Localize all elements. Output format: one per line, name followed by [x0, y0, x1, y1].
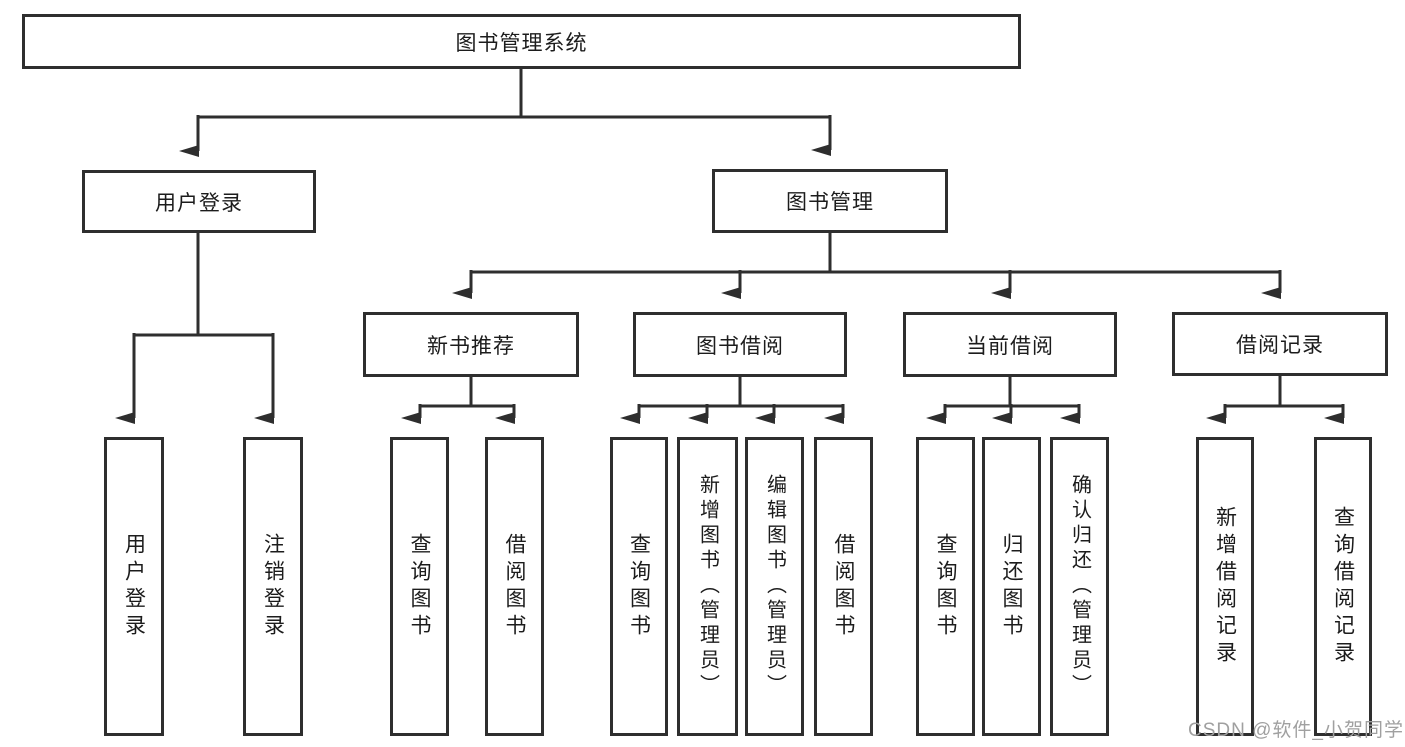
node-current-borrow-label: 当前借阅	[966, 334, 1054, 358]
node-root-system: 图书管理系统	[22, 14, 1021, 69]
leaf-bb-borrow-books: 借阅图书	[814, 437, 873, 736]
node-new-book-recommend-label: 新书推荐	[427, 334, 515, 358]
node-current-borrow: 当前借阅	[903, 312, 1117, 377]
leaf-user-login-label: 用户登录	[122, 532, 146, 641]
leaf-cb-query-books-label: 查询图书	[934, 532, 957, 641]
leaf-cb-return-books: 归还图书	[982, 437, 1041, 736]
leaf-br-add-borrow-record: 新增借阅记录	[1196, 437, 1254, 736]
leaf-nbr-query-books: 查询图书	[390, 437, 449, 736]
csdn-watermark: CSDN @软件_小贺同学	[1188, 720, 1404, 741]
node-book-borrow-label: 图书借阅	[696, 334, 784, 358]
connector-borrow-records-bus	[1225, 376, 1343, 408]
connector-user-login-bus	[134, 233, 273, 337]
leaf-br-query-borrow-record: 查询借阅记录	[1314, 437, 1372, 736]
leaf-bb-add-books-admin-label: 新增图书（管理员）	[696, 474, 719, 699]
leaf-bb-query-books: 查询图书	[610, 437, 668, 736]
leaf-bb-query-books-label: 查询图书	[627, 532, 651, 641]
node-borrow-records: 借阅记录	[1172, 312, 1388, 376]
leaf-cb-return-books-label: 归还图书	[1000, 532, 1023, 641]
leaf-bb-edit-books-admin-label: 编辑图书（管理员）	[763, 474, 786, 699]
node-borrow-records-label: 借阅记录	[1236, 334, 1324, 357]
leaf-nbr-borrow-books: 借阅图书	[485, 437, 544, 736]
leaf-cb-confirm-return-admin-label: 确认归还（管理员）	[1068, 474, 1091, 699]
leaf-br-query-borrow-record-label: 查询借阅记录	[1331, 505, 1355, 668]
leaf-bb-edit-books-admin: 编辑图书（管理员）	[745, 437, 804, 736]
node-new-book-recommend: 新书推荐	[363, 312, 579, 377]
connector-root-bus	[198, 68, 830, 119]
leaf-nbr-borrow-books-label: 借阅图书	[503, 532, 526, 641]
leaf-cb-query-books: 查询图书	[916, 437, 975, 736]
connector-book-borrow-bus	[639, 377, 843, 408]
node-book-borrow: 图书借阅	[633, 312, 847, 377]
node-user-login-label: 用户登录	[155, 191, 243, 215]
node-book-management: 图书管理	[712, 169, 948, 233]
connector-book-management-bus	[471, 233, 1280, 274]
leaf-nbr-query-books-label: 查询图书	[408, 532, 431, 641]
leaf-cb-confirm-return-admin: 确认归还（管理员）	[1050, 437, 1109, 736]
node-root-system-label: 图书管理系统	[455, 31, 588, 55]
leaf-br-add-borrow-record-label: 新增借阅记录	[1213, 505, 1237, 668]
leaf-bb-add-books-admin: 新增图书（管理员）	[677, 437, 738, 736]
connector-new-book-bus	[420, 377, 514, 408]
leaf-logout-label: 注销登录	[261, 532, 285, 641]
node-user-login: 用户登录	[82, 170, 316, 233]
node-book-management-label: 图书管理	[786, 191, 874, 214]
leaf-user-login: 用户登录	[104, 437, 164, 736]
connector-current-borrow-bus	[945, 377, 1079, 408]
leaf-logout: 注销登录	[243, 437, 303, 736]
leaf-bb-borrow-books-label: 借阅图书	[832, 532, 855, 641]
